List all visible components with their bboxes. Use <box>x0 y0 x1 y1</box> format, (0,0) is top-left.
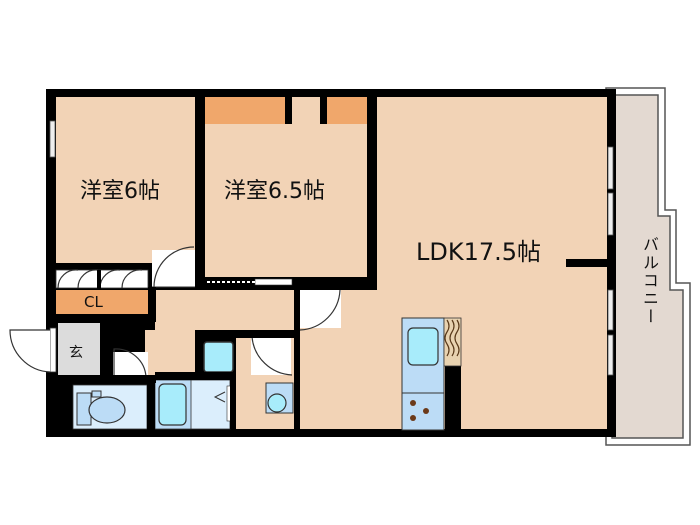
ldk-door <box>299 289 341 331</box>
hallway-floor <box>155 290 300 330</box>
stove-icon <box>410 400 429 421</box>
room-label-closet: CL <box>84 293 103 311</box>
entrance-door <box>9 329 51 373</box>
bathtub-icon <box>158 383 187 426</box>
room-label-balcony: バルコニー <box>640 236 659 326</box>
room-label-bedroom1: 洋室6帖 <box>80 179 160 204</box>
bedroom2-closet-right <box>327 97 367 124</box>
bedroom2-floor <box>205 97 367 277</box>
bedroom1-floor <box>56 97 195 263</box>
room-label-entrance: 玄 <box>69 345 83 361</box>
balcony <box>605 87 691 446</box>
closet-floor <box>56 290 148 314</box>
washroom-door <box>251 336 293 376</box>
room-label-bedroom2: 洋室6.5帖 <box>224 179 325 204</box>
bedroom2-closet-left <box>205 97 285 124</box>
toilet-icon <box>88 396 126 424</box>
entrance-floor <box>58 323 100 375</box>
washbasin-icon <box>203 341 234 373</box>
bedroom1-door <box>153 246 195 288</box>
room-label-ldk: LDK17.5帖 <box>416 238 542 266</box>
toilet-door <box>113 348 147 378</box>
windows <box>49 120 614 376</box>
sink-icon <box>407 327 439 366</box>
closet-doors <box>57 269 143 289</box>
interior-walls <box>56 90 611 430</box>
